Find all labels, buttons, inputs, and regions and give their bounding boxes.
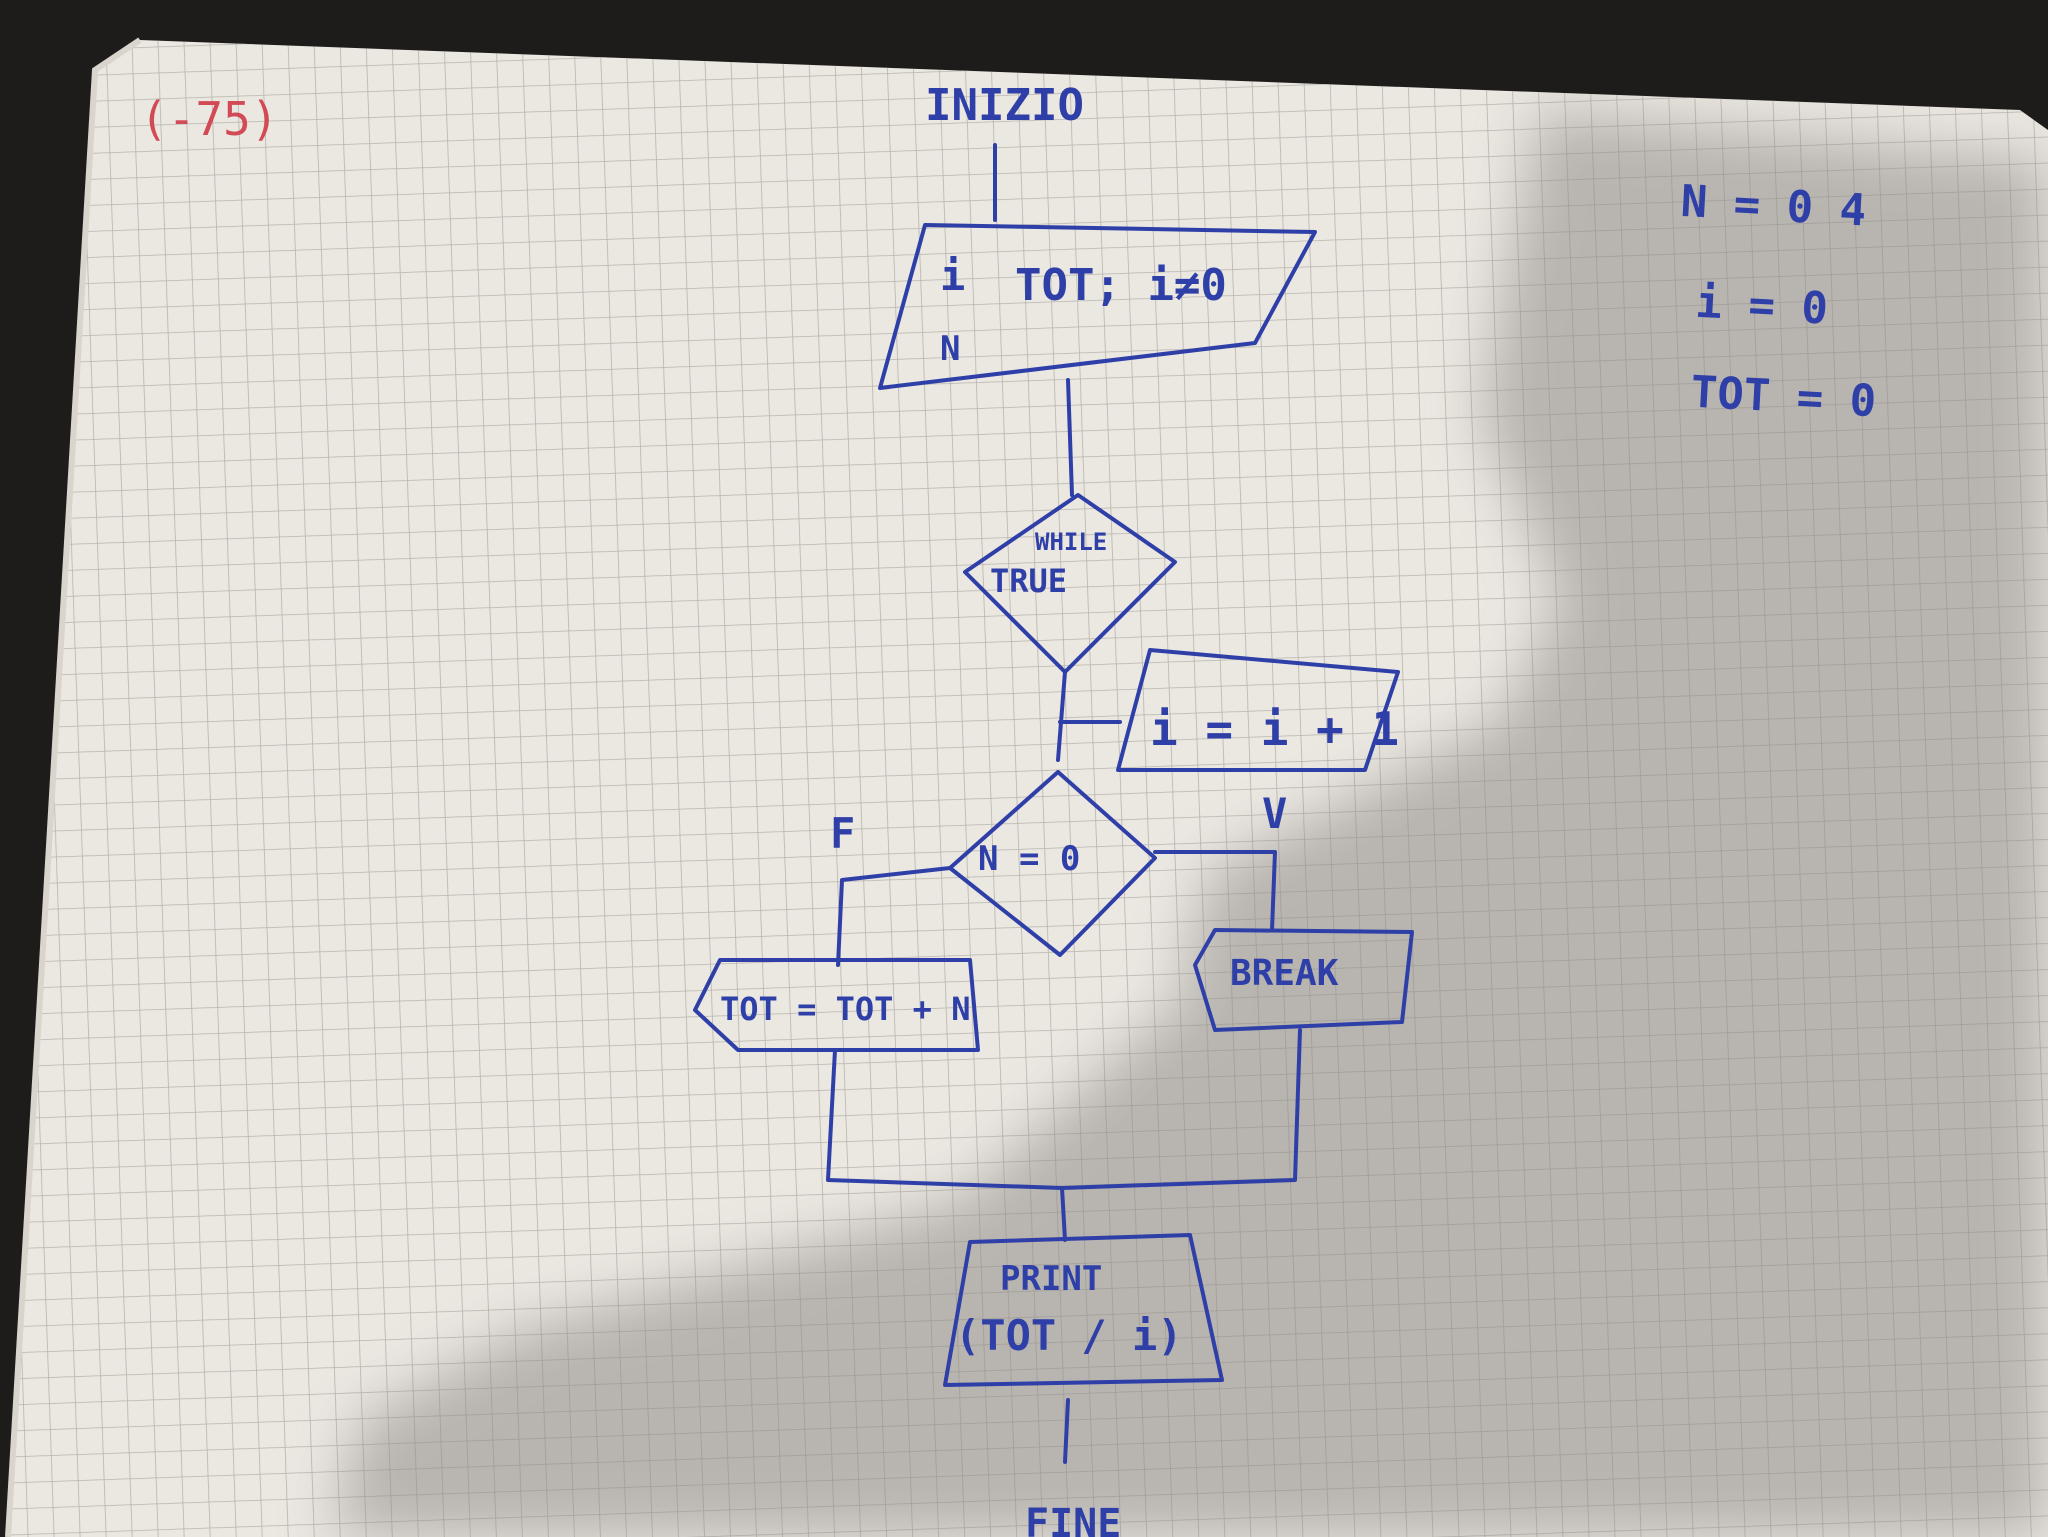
connector-to-end	[1063, 1398, 1070, 1464]
variable-i: i = 0	[1694, 277, 1829, 335]
variable-tot: TOT = 0	[1690, 367, 1878, 428]
page-number-note: (-75)	[140, 92, 278, 146]
variable-n: N = 0 4	[1680, 176, 1868, 237]
condition-diamond	[948, 770, 1157, 957]
connector-merge-left	[826, 1048, 1064, 1190]
while-label: WHILE	[1035, 528, 1107, 556]
condition-label: N = 0	[978, 839, 1080, 879]
connector-to-print	[1060, 1186, 1067, 1242]
connector-false-branch	[836, 866, 952, 967]
true-action-box	[1193, 928, 1414, 1032]
connector-merge-right	[1060, 1028, 1302, 1190]
flowchart: INIZIO i N TOT; i≠0 WHILE TRUE i = i + 1…	[693, 80, 1414, 1537]
increment-label: i = i + 1	[1150, 702, 1399, 756]
true-label: TRUE	[990, 562, 1067, 600]
false-action-box	[693, 958, 980, 1052]
false-action-label: TOT = TOT + N	[720, 990, 970, 1028]
hand-shadow	[330, 110, 2048, 1537]
start-label: INIZIO	[925, 80, 1084, 131]
connector-true-branch	[1153, 850, 1277, 932]
page-note-text: (-75)	[140, 92, 278, 146]
end-label: FINE	[1025, 1501, 1121, 1537]
connector-while-to-condition	[1056, 670, 1067, 762]
increment-box	[1116, 648, 1400, 772]
true-branch-label: V	[1262, 789, 1287, 838]
true-action-label: BREAK	[1230, 953, 1339, 994]
print-label: PRINT	[1000, 1259, 1102, 1299]
input-main-label: TOT; i≠0	[1015, 260, 1227, 311]
input-box	[878, 223, 1317, 390]
false-branch-label: F	[830, 809, 855, 858]
connector-to-loop	[1066, 378, 1074, 497]
input-var-i: i	[940, 251, 965, 300]
variables-block: N = 0 4 i = 0 TOT = 0	[1680, 176, 1878, 428]
print-box	[943, 1233, 1224, 1387]
print-args-label: (TOT / i)	[955, 1311, 1183, 1360]
input-var-n: N	[940, 329, 960, 369]
